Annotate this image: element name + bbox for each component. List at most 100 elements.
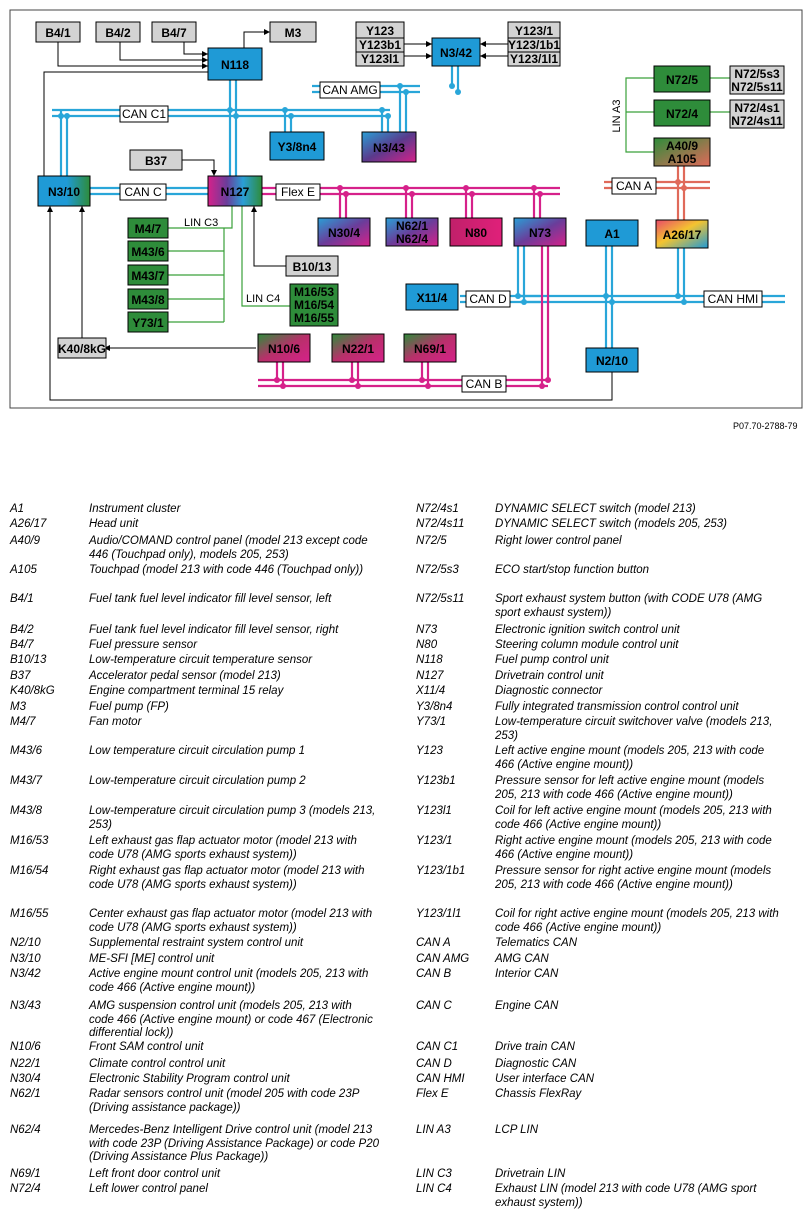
- legend-description: Fuel pump control unit: [495, 654, 609, 666]
- node-Y73-1: Y73/1: [132, 316, 164, 330]
- legend-key: N30/4: [10, 1073, 41, 1085]
- node-N69-1: N69/1: [414, 342, 446, 356]
- node-N127: N127: [221, 185, 250, 199]
- legend-description: Low-temperature circuit circulation pump…: [89, 775, 306, 787]
- legend-key: N10/6: [10, 1041, 41, 1053]
- legend-description: Chassis FlexRay: [495, 1088, 582, 1100]
- legend-key: N62/1: [10, 1088, 41, 1100]
- legend-key: N22/1: [10, 1058, 41, 1070]
- lin-lines: [168, 77, 654, 323]
- legend-key: N72/5s3: [416, 564, 459, 576]
- node-Y123-1l1: Y123/1l1: [510, 52, 558, 66]
- legend-key: Y123/1: [416, 835, 453, 847]
- legend-key: N62/4: [10, 1124, 41, 1136]
- network-topology-diagram: CAN C1 CAN C CAN AMG Flex E CAN A CAN D …: [9, 9, 803, 409]
- legend-description: Instrument cluster: [89, 503, 181, 515]
- legend-key: M3: [10, 701, 26, 713]
- legend-key: M16/55: [10, 908, 49, 920]
- n72-sub-links: [710, 77, 730, 113]
- legend-key: N127: [416, 670, 444, 682]
- legend-description: Coil for left active engine mount (model…: [495, 805, 772, 831]
- node-Y123-1: Y123/1: [515, 24, 553, 38]
- legend-description: Diagnostic CAN: [495, 1058, 577, 1070]
- legend-key: N73: [416, 624, 438, 636]
- legend-description: Interior CAN: [495, 968, 559, 980]
- node-B4-2: B4/2: [105, 26, 131, 40]
- legend-key: X11/4: [416, 685, 446, 697]
- legend-key: Y123l1: [416, 805, 452, 817]
- legend-key: M16/54: [10, 865, 49, 877]
- legend-description: Left lower control panel: [89, 1183, 208, 1195]
- legend-key: M43/6: [10, 745, 42, 757]
- legend-key: N69/1: [10, 1168, 41, 1180]
- can-c1-label: CAN C1: [122, 107, 166, 121]
- node-N73: N73: [529, 226, 551, 240]
- legend-description: ECO start/stop function button: [495, 564, 650, 576]
- legend-key: B37: [10, 670, 31, 682]
- legend-key: Y3/8n4: [416, 701, 453, 713]
- legend-description: Radar sensors control unit (model 205 wi…: [89, 1088, 359, 1114]
- legend-description: Sport exhaust system button (with CODE U…: [495, 593, 763, 619]
- node-N72-5s3: N72/5s3: [734, 67, 780, 81]
- can-b-label: CAN B: [466, 377, 503, 391]
- legend-key: A26/17: [10, 518, 47, 530]
- legend-description: Diagnostic connector: [495, 685, 603, 697]
- node-N2-10: N2/10: [596, 354, 628, 368]
- node-N30-4: N30/4: [328, 226, 360, 240]
- legend-description: Supplemental restraint system control un…: [89, 937, 304, 949]
- node-A26-17: A26/17: [663, 228, 702, 242]
- node-M43-6: M43/6: [131, 245, 165, 259]
- legend-key: Y123/1b1: [416, 865, 466, 877]
- legend-description: Left front door control unit: [89, 1168, 221, 1180]
- node-N72-4s11: N72/4s11: [731, 114, 783, 128]
- legend-key: M43/8: [10, 805, 42, 817]
- can-c-label: CAN C: [124, 185, 162, 199]
- legend-description: Right lower control panel: [495, 535, 622, 547]
- legend-description: Low-temperature circuit circulation pump…: [89, 805, 376, 831]
- legend-description: Drive train CAN: [495, 1041, 575, 1053]
- node-B10-13: B10/13: [293, 260, 332, 274]
- node-Y3-8n4: Y3/8n4: [278, 140, 317, 154]
- legend-description: Right active engine mount (models 205, 2…: [495, 835, 772, 861]
- node-N62-4: N62/4: [396, 232, 428, 246]
- legend-key: CAN C: [416, 1000, 452, 1012]
- legend-description: Right exhaust gas flap actuator motor (m…: [89, 865, 365, 891]
- can-c1-bus: [52, 108, 390, 118]
- lin-a3-label: LIN A3: [611, 99, 623, 132]
- legend-description: Audio/COMAND control panel (model 213 ex…: [89, 535, 368, 561]
- legend-description: User interface CAN: [495, 1073, 595, 1085]
- node-N80: N80: [465, 226, 487, 240]
- legend-key: LIN C3: [416, 1168, 452, 1180]
- legend-description: Coil for right active engine mount (mode…: [495, 908, 779, 934]
- legend-key: Y123: [416, 745, 443, 757]
- legend-description: Active engine mount control unit (models…: [89, 968, 369, 994]
- legend-key: N3/42: [10, 968, 41, 980]
- legend-description: Electronic Stability Program control uni…: [89, 1073, 290, 1085]
- node-Y123l1: Y123l1: [361, 52, 399, 66]
- legend-key: A40/9: [10, 535, 41, 547]
- node-N118: N118: [221, 58, 249, 72]
- legend-key: A105: [10, 564, 37, 576]
- legend-description: Exhaust LIN (model 213 with code U78 (AM…: [495, 1183, 757, 1209]
- node-N72-4s1: N72/4s1: [734, 101, 780, 115]
- node-M16-55: M16/55: [294, 311, 334, 325]
- legend-description: AMG CAN: [495, 953, 549, 965]
- bus-labels: CAN C1 CAN C CAN AMG Flex E CAN A CAN D …: [119, 81, 763, 393]
- legend-description: DYNAMIC SELECT switch (model 213): [495, 503, 696, 515]
- legend-key: N72/4: [10, 1183, 41, 1195]
- legend-key: CAN AMG: [416, 953, 470, 965]
- legend-description: Drivetrain control unit: [495, 670, 604, 682]
- legend-key: CAN D: [416, 1058, 452, 1070]
- legend-description: LCP LIN: [495, 1124, 539, 1136]
- legend-description: Fully integrated transmission control co…: [495, 701, 739, 713]
- node-Y123: Y123: [366, 24, 394, 38]
- node-N22-1: N22/1: [342, 342, 374, 356]
- legend-description: Left active engine mount (models 205, 21…: [495, 745, 765, 771]
- legend-key: N3/43: [10, 1000, 41, 1012]
- node-N3-43: N3/43: [373, 141, 405, 155]
- node-N10-6: N10/6: [268, 342, 300, 356]
- legend-description: Fuel tank fuel level indicator fill leve…: [89, 593, 332, 605]
- node-K40-8kG: K40/8kG: [58, 342, 106, 356]
- legend-key: M16/53: [10, 835, 49, 847]
- node-M43-8: M43/8: [131, 293, 165, 307]
